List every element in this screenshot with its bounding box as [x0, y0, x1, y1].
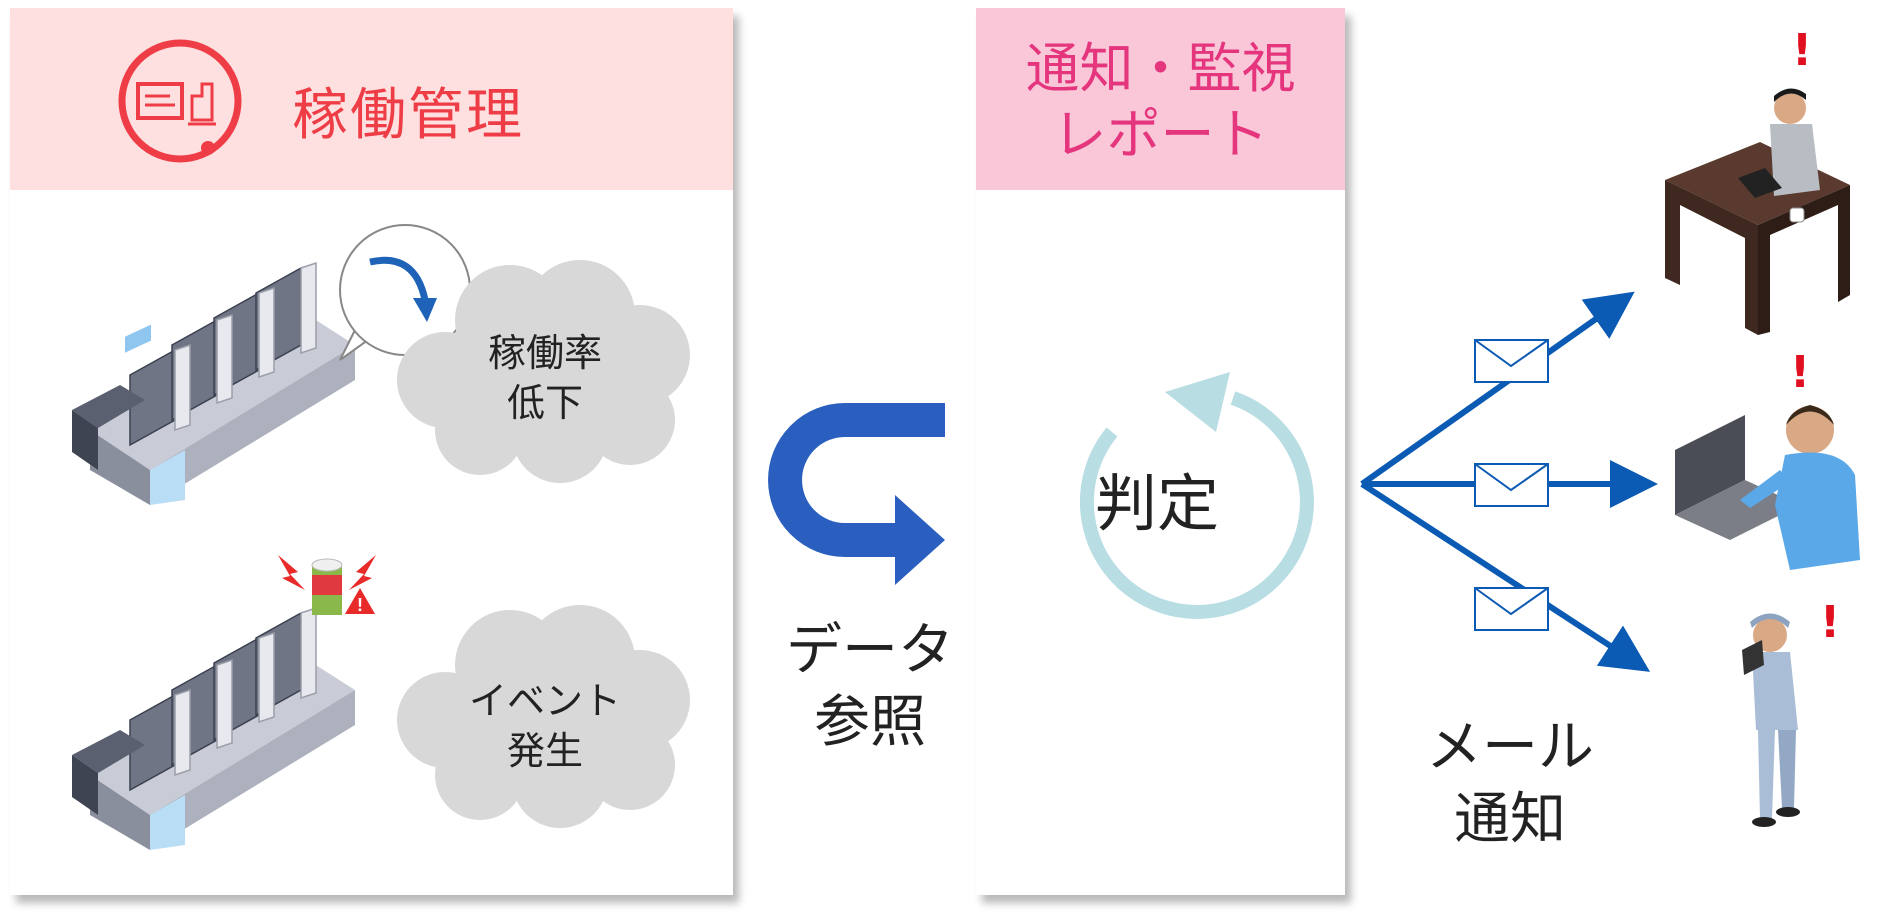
- printing-press-icon: [72, 261, 355, 505]
- speech-bubble-icon: [339, 224, 471, 361]
- data-reference-label: データ 参照: [786, 618, 954, 755]
- warning-light-icon: !: [278, 555, 376, 615]
- alert-mark: !: [1820, 597, 1841, 648]
- printing-press-icon: [72, 606, 355, 850]
- curved-arrow-icon: [369, 256, 437, 322]
- mail-notify-label: メール 通知: [1426, 715, 1594, 852]
- envelope-icon: [1474, 339, 1549, 383]
- envelope-icon: [1474, 463, 1549, 507]
- cloud-shape: [397, 605, 690, 828]
- field-worker-icon: [1742, 613, 1800, 827]
- cloud-label-utilization-drop: 稼働率 低下: [487, 331, 602, 425]
- u-turn-arrow-icon: [768, 403, 945, 585]
- notify-panel-header: [976, 8, 1345, 190]
- office-worker-icon: [1665, 88, 1850, 335]
- cloud-label-event: イベント 発生: [468, 679, 621, 773]
- envelope-icon: [1474, 587, 1549, 631]
- operations-panel-header: [10, 8, 733, 190]
- monitor-line-icon: [118, 39, 242, 163]
- alert-mark: !: [1790, 347, 1811, 398]
- judgement-label: 判定: [1095, 467, 1220, 540]
- cycle-arrow-icon: [1079, 372, 1314, 619]
- notify-panel-title: 通知・監視 レポート: [1025, 37, 1296, 166]
- svg-text:!: !: [357, 595, 363, 615]
- laptop-user-icon: [1675, 405, 1860, 570]
- cloud-shape: [397, 260, 690, 483]
- notify-panel: 通知・監視 レポート: [976, 8, 1345, 895]
- alert-mark: !: [1792, 25, 1813, 76]
- operations-panel-title: 稼働管理: [292, 83, 524, 148]
